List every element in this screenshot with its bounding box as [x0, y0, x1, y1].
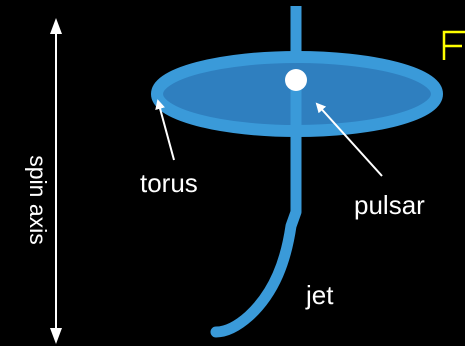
pulsar-dot	[285, 69, 307, 91]
pulsar-label: pulsar	[354, 190, 425, 220]
partial-title-glyph	[444, 32, 465, 60]
spin-axis-label: spin axis	[25, 155, 51, 244]
jet-label: jet	[305, 280, 334, 310]
torus-label: torus	[140, 168, 198, 198]
